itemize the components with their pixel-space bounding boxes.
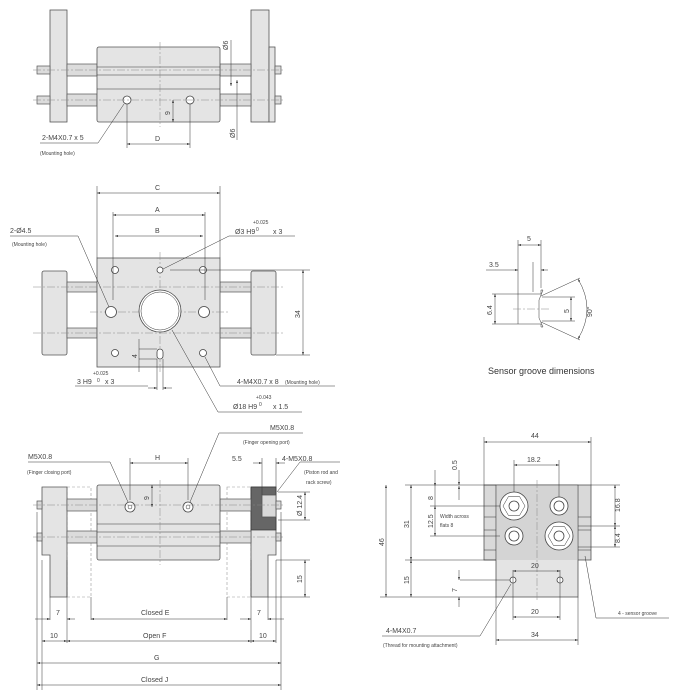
dimension-label: 15 <box>297 575 304 583</box>
tolerance-upper: +0.043 <box>256 395 272 401</box>
dimension-label: 16.8 <box>615 498 622 512</box>
dimension-label: 3.5 <box>489 262 499 269</box>
dimension-label: 5.5 <box>232 456 242 463</box>
tolerance-upper: +0.025 <box>93 371 109 377</box>
callout-note: flats 8 <box>440 523 454 529</box>
dimension-label: 8.4 <box>615 533 622 543</box>
callout-label: Ø18 H9 <box>233 404 257 411</box>
dimension-label: 9 <box>144 496 151 500</box>
callout-label: 4-M5X0.8 <box>282 456 312 463</box>
callout-label: 2-M4X0.7 x 5 <box>42 135 84 142</box>
callout-note: (Thread for mounting attachment) <box>383 643 458 649</box>
callout-note: Width across <box>440 514 469 520</box>
right-finger <box>250 9 270 123</box>
dimension-label: 20 <box>531 563 539 570</box>
dimension-label: 5 <box>527 236 531 243</box>
dimension-label: 10 <box>50 633 58 640</box>
dimension-label: G <box>154 655 159 662</box>
callout-note: (Mounting hole) <box>12 242 47 248</box>
callout-note: (Finger closing port) <box>27 470 72 476</box>
dimension-label: Closed E <box>141 610 170 617</box>
dimension-label: 18.2 <box>527 457 541 464</box>
left-finger <box>41 486 68 598</box>
dimension-label: 15 <box>404 576 411 584</box>
bottom-view: C A B 34 2-Ø4.5 (Mounting hole) Ø3 H9 +0… <box>10 185 335 413</box>
dimension-label: H <box>155 455 160 462</box>
dimension-label: 12.5 <box>428 514 435 528</box>
dimension-label: 0.5 <box>452 460 459 470</box>
dimension-label: Ø6 <box>230 129 237 138</box>
callout-label: M5X0.8 <box>270 425 294 432</box>
side-view: 44 18.2 0.5 8 12.5 Width across flats 8 … <box>379 433 669 649</box>
detail-caption: Sensor groove dimensions <box>488 366 595 376</box>
sensor-groove-detail: 5 3.5 6.4 5 90° Sensor groove dimensions <box>486 236 595 376</box>
dimension-label: 5 <box>564 309 571 313</box>
dimension-label: Closed J <box>141 677 168 684</box>
callout-note: (Finger opening port) <box>243 440 290 446</box>
callout-label: 4 - sensor groove <box>618 611 657 617</box>
dimension-label: 7 <box>257 610 261 617</box>
left-finger <box>49 9 68 123</box>
dimension-label: 46 <box>379 538 386 546</box>
dimension-label: 7 <box>56 610 60 617</box>
tolerance-upper: +0.025 <box>253 220 269 226</box>
dimension-label: 20 <box>531 609 539 616</box>
callout-label: x 3 <box>273 229 282 236</box>
bore <box>138 289 182 333</box>
dimension-label: B <box>155 228 160 235</box>
callout-label: 3 H9 <box>77 379 92 386</box>
dimension-label: 10 <box>259 633 267 640</box>
dimension-label: 9 <box>165 111 172 115</box>
cylinder-body <box>96 484 221 561</box>
dimension-label: 44 <box>531 433 539 440</box>
dimension-label: 4 <box>132 354 139 358</box>
dimension-label: A <box>155 207 160 214</box>
dimension-label: D <box>155 136 160 143</box>
callout-note: (Piston rod and <box>304 470 338 476</box>
callout-label: M5X0.8 <box>28 454 52 461</box>
callout-label: 2-Ø4.5 <box>10 228 32 235</box>
tolerance-lower: 0 <box>97 378 100 384</box>
callout-label: 4-M4X0.7 x 8 <box>237 379 279 386</box>
opening-port <box>182 501 194 513</box>
tolerance-lower: 0 <box>259 402 262 408</box>
callout-label: x 1.5 <box>273 404 288 411</box>
callout-label: x 3 <box>105 379 114 386</box>
dimension-label: 34 <box>531 632 539 639</box>
dimension-label: C <box>155 185 160 192</box>
dimension-label: 8 <box>428 496 435 500</box>
dimension-label: 6.4 <box>487 305 494 315</box>
callout-note: rack screw) <box>306 480 332 486</box>
callout-note: (Mounting hole) <box>285 380 320 386</box>
dimension-label: Open F <box>143 633 166 640</box>
callout-label: 4-M4X0.7 <box>386 628 416 635</box>
dimension-label: 7 <box>452 588 459 592</box>
front-view: M5X0.8 (Finger closing port) M5X0.8 (Fin… <box>27 425 340 690</box>
top-view: Ø6 Ø6 9 D 2-M4X0.7 x 5 (Mounting hole) <box>33 9 285 157</box>
dimension-label: 31 <box>404 520 411 528</box>
closing-port <box>124 501 136 513</box>
callout-label: Ø3 H9 <box>235 229 255 236</box>
tolerance-lower: 0 <box>256 227 259 233</box>
dimension-label: Ø 12.4 <box>297 495 304 516</box>
callout-note: (Mounting hole) <box>40 151 75 157</box>
dimension-label: 90° <box>586 306 594 317</box>
dimension-label: 34 <box>295 310 302 318</box>
cylinder-body <box>96 46 221 123</box>
dimension-label: Ø6 <box>223 41 230 50</box>
